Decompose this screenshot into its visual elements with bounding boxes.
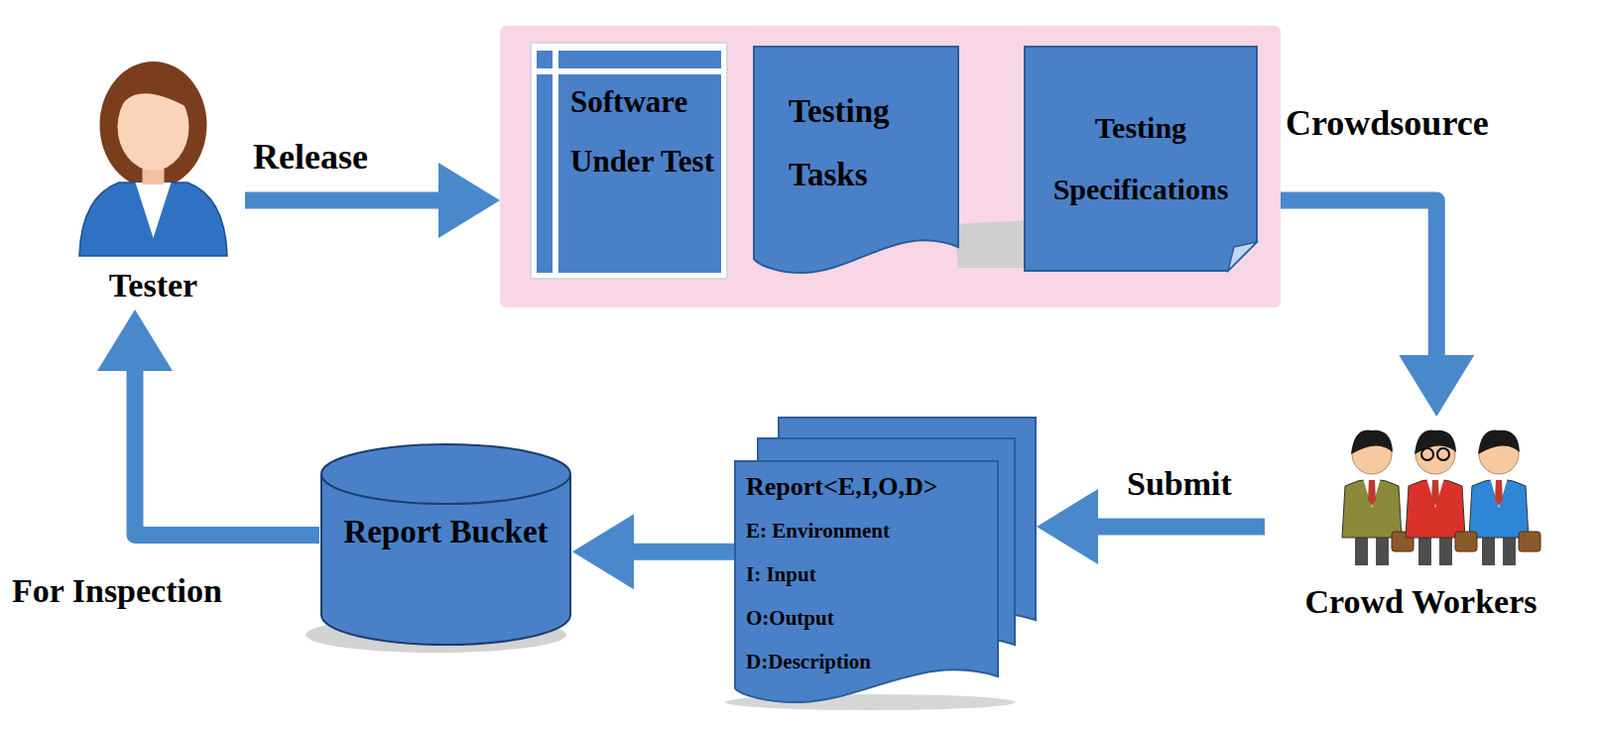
suit: [1342, 479, 1402, 538]
report-stack: Report<E,I,O,D>E: EnvironmentI: InputO:O…: [734, 416, 1037, 707]
text-area: Report<E,I,O,D>E: EnvironmentI: InputO:O…: [745, 465, 997, 684]
shirt: [135, 182, 172, 239]
hair: [1477, 430, 1520, 456]
text-area: Testing Specifications: [1029, 97, 1252, 220]
node-label: Tester: [61, 265, 246, 306]
text-area: Software Under Test: [570, 72, 722, 193]
suit: [1405, 479, 1466, 538]
specification-box-outline: [1023, 45, 1258, 272]
text-area: Tester: [61, 265, 246, 306]
arrow-label: Crowdsource: [1285, 103, 1489, 144]
shirt: [1362, 478, 1381, 508]
suit: [1469, 479, 1529, 538]
hair: [1351, 430, 1393, 456]
text-area: Report Bucket: [325, 495, 567, 568]
window-corner: [536, 50, 553, 69]
fringe: [116, 81, 192, 120]
briefcase: [1518, 531, 1541, 552]
briefcase: [1455, 531, 1477, 552]
flow-arrow: [134, 370, 320, 536]
drop-shadow: [954, 220, 1030, 268]
page-outline: [1024, 46, 1257, 271]
tie: [1431, 480, 1440, 506]
arrow-label: Release: [252, 136, 369, 178]
node-label: Software Under Test: [570, 72, 722, 193]
glasses: [1437, 448, 1450, 461]
window-frame: [530, 42, 728, 279]
text-area: Testing Tasks: [788, 79, 952, 208]
software-window-box: Software Under Test: [530, 42, 728, 279]
node-field: O:Output: [745, 596, 997, 640]
cylinder-top: [321, 444, 571, 504]
shirt: [1426, 478, 1445, 508]
flow-arrow: [633, 543, 735, 561]
node-field: D:Description: [745, 639, 997, 684]
node-label: Testing Tasks: [788, 79, 952, 208]
arrow-label: For Inspection: [11, 571, 223, 611]
text-area: Crowd Workers: [1264, 582, 1578, 622]
document-box: Testing Tasks: [752, 45, 960, 276]
arrow-label: Submit: [1126, 464, 1232, 503]
page-fold: [1228, 242, 1257, 271]
tie: [1367, 480, 1376, 506]
node-label: Report<E,I,O,D>: [745, 465, 997, 509]
report-bucket-cylinder: Report Bucket: [319, 442, 573, 649]
document-outline: [753, 46, 959, 273]
specification-box: Testing Specifications: [1023, 45, 1258, 272]
tie: [1494, 480, 1503, 506]
node-label: Testing Specifications: [1029, 97, 1252, 220]
node-field: E: Environment: [745, 508, 997, 553]
flow-arrow: [1280, 200, 1437, 356]
report-sheet: [735, 461, 998, 703]
hair: [1414, 430, 1457, 456]
band-ground: [499, 25, 1281, 308]
node-label: Report Bucket: [325, 495, 567, 568]
window-title-bar: [558, 50, 722, 69]
suit: [79, 182, 228, 256]
flow-arrow: [245, 192, 439, 210]
node-label: Crowd Workers: [1264, 582, 1578, 622]
node-field: I: Input: [745, 552, 997, 597]
flow-arrow: [1098, 517, 1265, 535]
crowd-figure: Crowd Workers: [1264, 416, 1578, 625]
shirt: [1489, 478, 1508, 508]
hair: [100, 61, 208, 189]
tester-figure: Tester: [61, 45, 246, 310]
glasses: [1421, 448, 1434, 461]
release-package-band: Software Under Test Testing Tasks Testing …: [499, 25, 1281, 308]
window-side-bar: [536, 74, 553, 273]
